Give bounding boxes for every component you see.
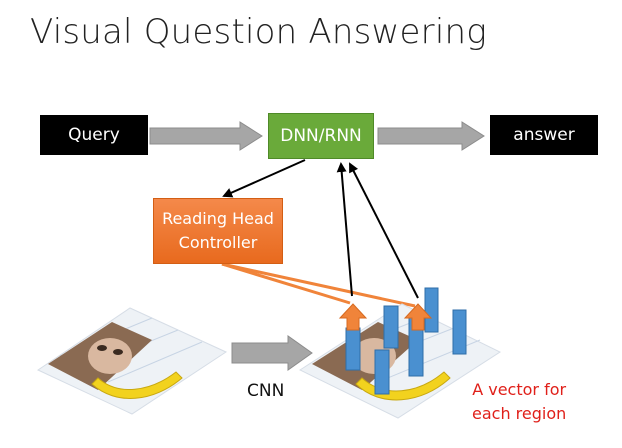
- reading-head-label-line2: Controller: [178, 233, 258, 252]
- query-to-dnn-arrow: [149, 121, 263, 151]
- slide-title: Visual Question Answering: [30, 12, 487, 52]
- reading-head-label-line1: Reading Head: [162, 209, 274, 228]
- answer-label: answer: [513, 125, 575, 145]
- region-to-dnn-arrow-right: [349, 162, 419, 299]
- attention-line-right: [221, 262, 416, 308]
- region-vector-bar: [345, 327, 361, 371]
- dnn-rnn-box: DNN/RNN: [268, 113, 374, 159]
- dnn-to-reading-head-arrow: [222, 159, 306, 198]
- attention-up-arrow-left: [338, 303, 368, 331]
- query-label: Query: [68, 125, 120, 145]
- attention-line-left: [221, 262, 351, 305]
- region-to-dnn-arrow-left: [336, 162, 353, 297]
- region-label-line2: each region: [472, 404, 567, 423]
- region-vector-bar: [452, 309, 467, 355]
- cnn-arrow: [231, 335, 313, 371]
- attention-up-arrow-right: [403, 303, 433, 331]
- cnn-label: CNN: [247, 381, 285, 401]
- region-vector-bar: [383, 305, 399, 349]
- reading-head-controller-box: Reading Head Controller: [153, 198, 283, 264]
- region-vector-bar: [374, 349, 390, 395]
- answer-box: answer: [490, 115, 598, 155]
- region-label-line1: A vector for: [472, 380, 567, 399]
- feature-map: [298, 303, 502, 419]
- region-vector-label: A vector for each region: [472, 378, 566, 426]
- query-box: Query: [40, 115, 148, 155]
- region-vector-bar: [424, 287, 439, 333]
- dnn-to-answer-arrow: [377, 121, 485, 151]
- input-photo: [36, 307, 228, 415]
- dnn-rnn-label: DNN/RNN: [280, 126, 362, 146]
